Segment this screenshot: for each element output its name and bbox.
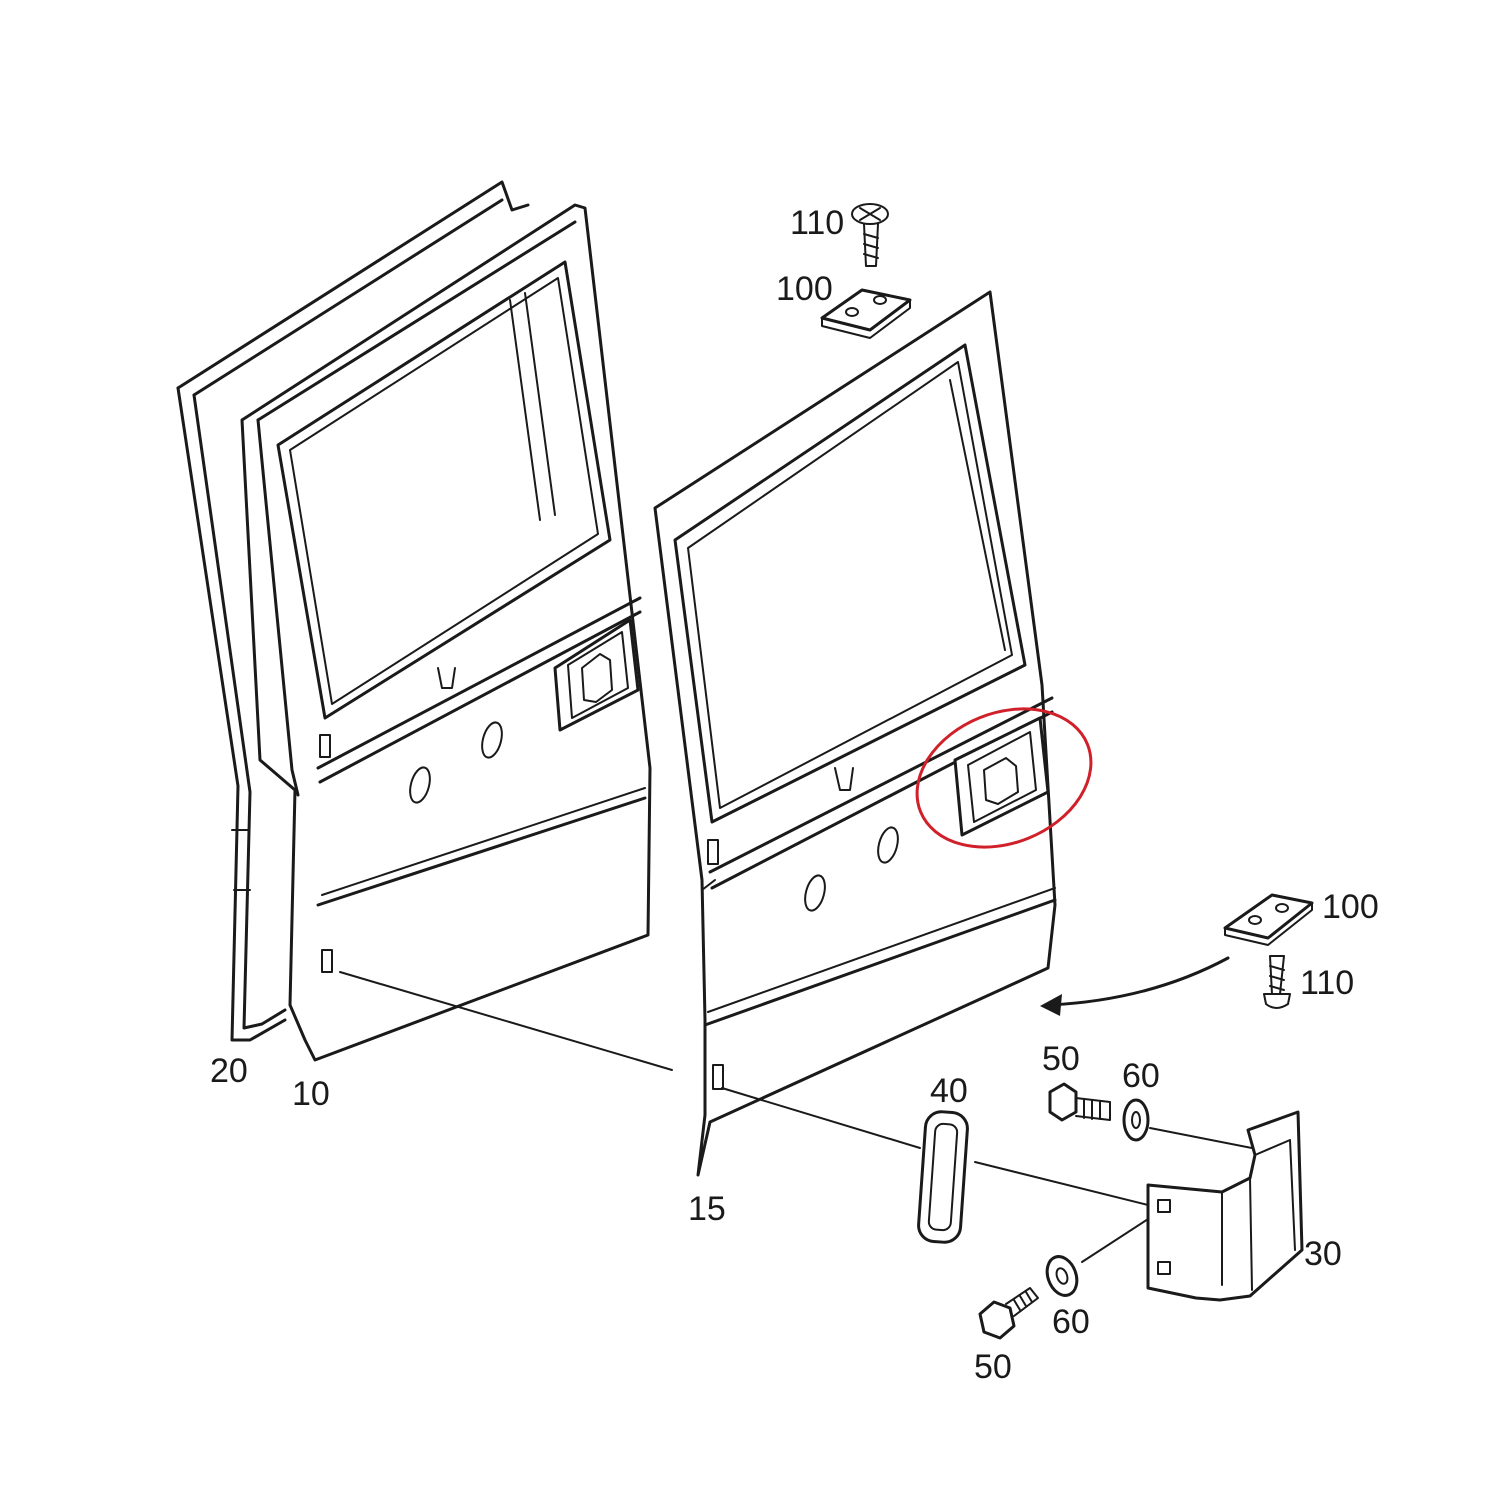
highlight-circle xyxy=(915,707,1093,849)
plate-100-top xyxy=(820,288,912,339)
label-110-right: 110 xyxy=(1300,964,1354,1002)
label-30: 30 xyxy=(1304,1235,1342,1273)
label-40: 40 xyxy=(930,1072,968,1110)
label-100-right: 100 xyxy=(1322,888,1379,926)
label-50-top: 50 xyxy=(1042,1040,1080,1078)
door-outer-panel-15 xyxy=(653,290,1057,1177)
label-10: 10 xyxy=(292,1075,330,1113)
washer-60-top xyxy=(1122,1098,1150,1142)
bolt-50-top xyxy=(1048,1082,1111,1122)
screw-110-top xyxy=(851,203,889,267)
bolt-50-bottom xyxy=(978,1287,1039,1340)
label-20: 20 xyxy=(210,1052,248,1090)
label-15: 15 xyxy=(688,1190,726,1228)
label-100-top: 100 xyxy=(776,270,833,308)
washer-60-bottom xyxy=(1045,1255,1079,1297)
arrow-indicator xyxy=(1040,956,1230,1016)
plate-100-right xyxy=(1223,893,1314,946)
hinge-30 xyxy=(1146,1110,1304,1302)
label-60-bottom: 60 xyxy=(1052,1303,1090,1341)
label-110-top: 110 xyxy=(790,204,844,242)
screw-110-right xyxy=(1263,955,1291,1009)
gasket-40 xyxy=(917,1110,969,1244)
label-50-bottom: 50 xyxy=(974,1348,1012,1386)
label-60-top: 60 xyxy=(1122,1057,1160,1095)
door-seal-20 xyxy=(176,180,530,1042)
door-inner-panel-10 xyxy=(240,203,652,1062)
